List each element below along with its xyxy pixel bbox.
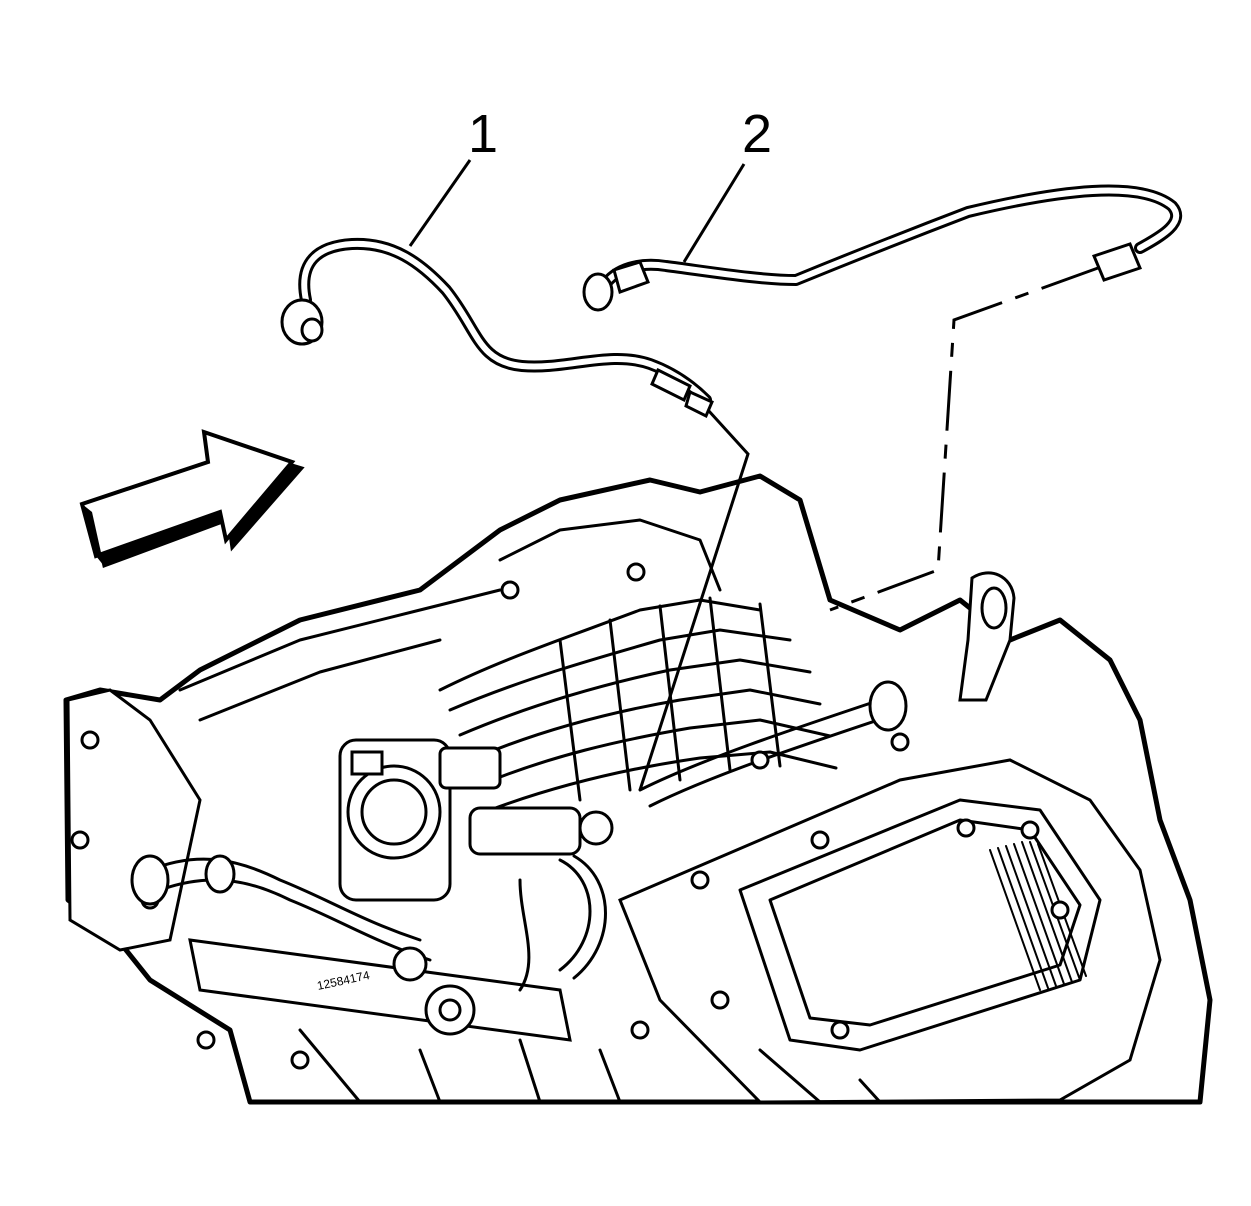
hose-1-routing-line	[638, 408, 750, 791]
valve-cover-right	[618, 758, 1162, 1104]
coolant-crossover-pipe	[188, 938, 572, 1042]
callout-1-label: 1	[468, 104, 498, 164]
leader-line-1	[408, 159, 472, 247]
callout-2-label: 2	[742, 104, 772, 164]
leader-line-2	[682, 163, 746, 263]
lift-bracket	[958, 571, 1016, 702]
hose-2	[582, 184, 1183, 312]
callout-1: 1	[468, 104, 498, 164]
front-bracket	[66, 688, 202, 952]
callout-2: 2	[742, 104, 772, 164]
engine-assembly: 12584174	[63, 473, 1213, 1105]
hose-2-routing-line	[829, 266, 1099, 612]
direction-arrow-icon	[79, 429, 305, 569]
hose-1	[280, 237, 714, 419]
purge-valve	[468, 806, 582, 856]
